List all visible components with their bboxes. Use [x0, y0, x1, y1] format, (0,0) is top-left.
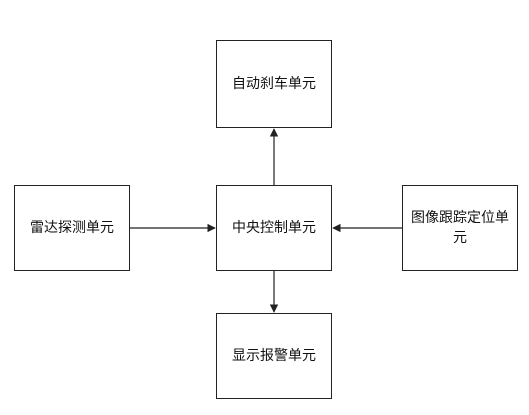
display-alarm-unit-label: 显示报警单元	[232, 348, 316, 364]
central-control-unit-box: 中央控制单元	[216, 185, 332, 271]
display-alarm-unit-box: 显示报警单元	[216, 313, 332, 399]
image-tracking-unit-label: 图像跟踪定位单元	[411, 210, 509, 246]
radar-detection-unit-label: 雷达探测单元	[30, 220, 114, 236]
image-tracking-unit-box: 图像跟踪定位单元	[402, 185, 518, 271]
radar-detection-unit-box: 雷达探测单元	[14, 185, 130, 271]
auto-brake-unit-box: 自动刹车单元	[216, 40, 332, 128]
central-control-unit-label: 中央控制单元	[232, 220, 316, 236]
auto-brake-unit-label: 自动刹车单元	[232, 76, 316, 92]
